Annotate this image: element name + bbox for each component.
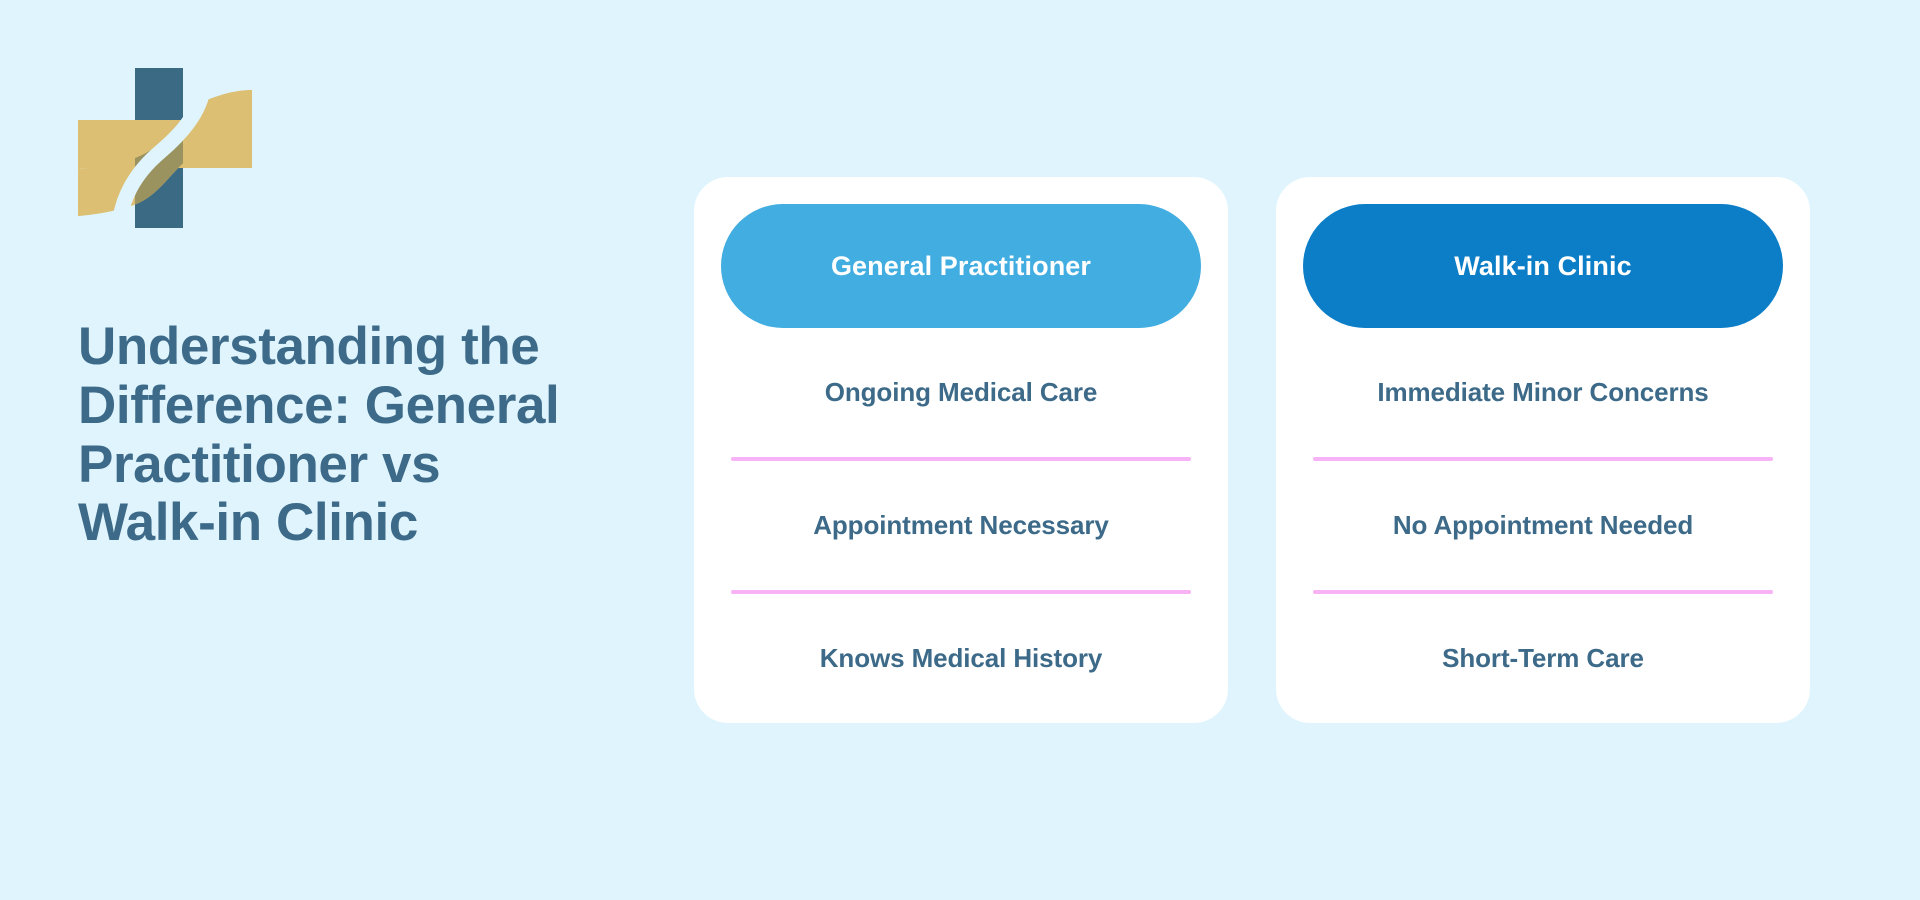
card-body-general-practitioner: Ongoing Medical Care Appointment Necessa… <box>721 328 1201 723</box>
feature-item: Short-Term Care <box>1442 643 1644 673</box>
feature-divider <box>731 590 1191 594</box>
feature-item: Immediate Minor Concerns <box>1377 377 1709 407</box>
feature-item: Knows Medical History <box>819 643 1103 673</box>
card-title-general-practitioner: General Practitioner <box>830 250 1092 281</box>
feature-item: Appointment Necessary <box>813 510 1109 540</box>
feature-item: No Appointment Needed <box>1392 510 1694 540</box>
card-header-walk-in-clinic[interactable]: Walk-in Clinic <box>1303 204 1783 328</box>
brand-logo <box>78 68 268 228</box>
comparison-card-general-practitioner: General Practitioner Ongoing Medical Car… <box>694 177 1228 723</box>
card-title-walk-in-clinic: Walk-in Clinic <box>1454 250 1632 281</box>
comparison-card-walk-in-clinic: Walk-in Clinic Immediate Minor Concerns … <box>1276 177 1810 723</box>
feature-divider <box>1313 457 1773 461</box>
medical-cross-swoosh-icon <box>78 68 252 228</box>
page-title: Understanding the Difference: General Pr… <box>78 317 560 553</box>
card-body-walk-in-clinic: Immediate Minor Concerns No Appointment … <box>1303 328 1783 723</box>
logo-swoosh-gap <box>111 68 213 228</box>
feature-divider <box>731 457 1191 461</box>
feature-divider <box>1313 590 1773 594</box>
card-header-general-practitioner[interactable]: General Practitioner <box>721 204 1201 328</box>
feature-item: Ongoing Medical Care <box>824 377 1098 407</box>
comparison-cards: General Practitioner Ongoing Medical Car… <box>694 177 1810 723</box>
